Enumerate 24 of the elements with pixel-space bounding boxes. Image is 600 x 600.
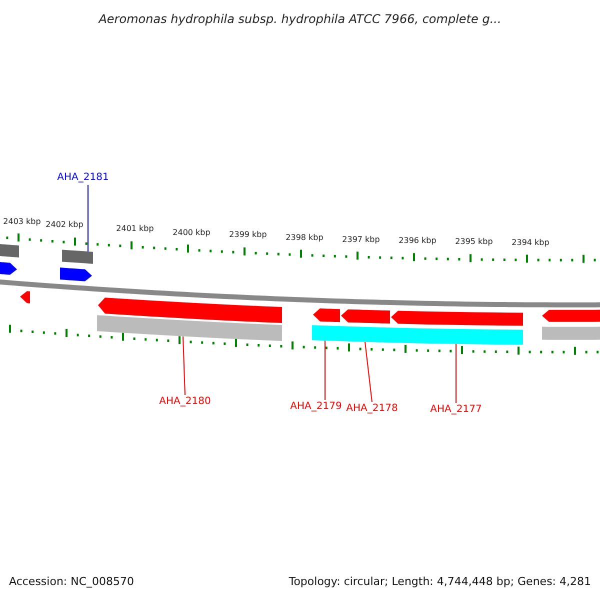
scale-label: 2403 kbp: [3, 216, 41, 228]
scale-label: 2396 kbp: [398, 235, 436, 248]
title: Aeromonas hydrophila subsp. hydrophila ATCC 7966, complete g...: [97, 11, 502, 28]
leader-line: [364, 341, 372, 402]
scale-label: 2401 kbp: [116, 223, 154, 236]
scale-label: 2395 kbp: [455, 236, 493, 248]
scale-label: 2398 kbp: [286, 232, 324, 244]
scale-label: 2400 kbp: [172, 226, 210, 239]
gene-track-bar: [311, 324, 524, 346]
scale-label: 2399 kbp: [229, 229, 267, 242]
gene-track-bar: [61, 249, 94, 265]
leader-line: [182, 336, 186, 396]
gene-track-bar: [96, 314, 284, 342]
gene-label: AHA_2181: [57, 171, 109, 185]
gene-label: AHA_2180: [159, 395, 211, 409]
accession-text: Accession: NC_008570: [9, 574, 134, 590]
gene-label: AHA_2177: [430, 403, 482, 417]
gene-label: AHA_2178: [346, 402, 398, 416]
scale-label: 2394 kbp: [512, 236, 550, 249]
leader-line: [324, 340, 326, 400]
scale-label: 2402 kbp: [46, 218, 84, 231]
scale-label: 2397 kbp: [342, 234, 380, 246]
gene-label: AHA_2179: [290, 400, 342, 414]
genome-info-text: Topology: circular; Length: 4,744,448 bp; Genes: 4,281: [288, 574, 591, 590]
